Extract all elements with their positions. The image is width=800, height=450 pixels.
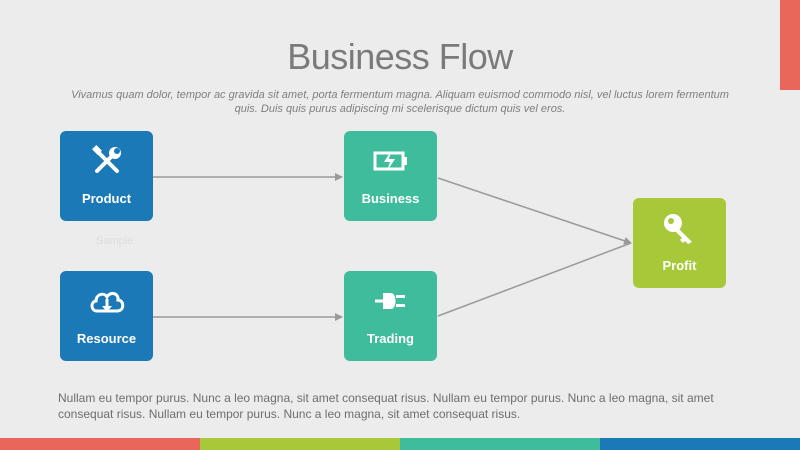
edge-business-profit xyxy=(437,177,632,245)
bottom-bar-segment-red xyxy=(0,438,200,450)
slide-title: Business Flow xyxy=(287,36,513,77)
faded-label: Sample xyxy=(96,235,134,247)
node-business[interactable]: Business xyxy=(344,131,437,221)
bottom-bar-segment-lime xyxy=(200,438,400,450)
key-icon xyxy=(633,210,726,246)
body-paragraph: Nullam eu tempor purus. Nunc a leo magna… xyxy=(58,391,714,421)
node-profit-label: Profit xyxy=(662,258,697,273)
battery-charging-icon xyxy=(344,143,437,179)
edge-trading-profit xyxy=(437,242,632,317)
node-product[interactable]: Product xyxy=(60,131,153,221)
bottom-color-bar xyxy=(0,438,800,450)
node-resource-label: Resource xyxy=(76,331,137,346)
node-profit[interactable]: Profit xyxy=(633,198,726,288)
plug-icon xyxy=(344,283,437,319)
node-business-label: Business xyxy=(361,191,420,206)
node-product-label: Product xyxy=(81,191,132,206)
node-resource[interactable]: Resource xyxy=(60,271,153,361)
bottom-bar-segment-teal xyxy=(400,438,600,450)
node-trading-label: Trading xyxy=(367,331,414,346)
node-trading[interactable]: Trading xyxy=(344,271,437,361)
corner-accent-bar xyxy=(780,0,800,90)
cloud-download-icon xyxy=(60,283,153,319)
slide-subtitle: Vivamus quam dolor, tempor ac gravida si… xyxy=(71,89,729,115)
bottom-bar-segment-blue xyxy=(600,438,800,450)
tools-icon xyxy=(60,143,153,179)
